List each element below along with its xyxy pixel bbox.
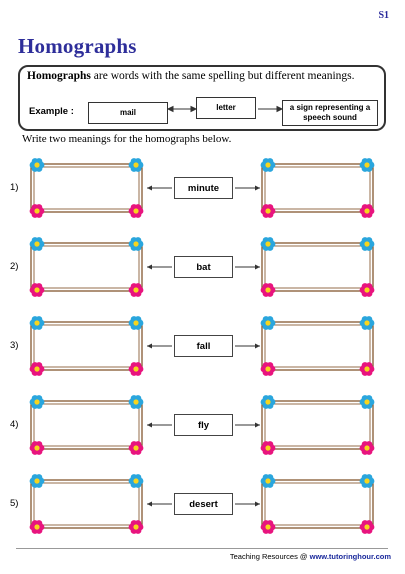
flower-icon	[359, 441, 375, 455]
answer-frame-right	[261, 163, 374, 213]
page-title: Homographs	[18, 34, 137, 58]
answer-frame-left	[30, 163, 143, 213]
flower-icon	[260, 204, 276, 218]
answer-frame-right	[261, 400, 374, 450]
flower-icon	[359, 362, 375, 376]
homograph-word: bat	[174, 256, 233, 278]
flower-icon	[128, 204, 144, 218]
homograph-word: desert	[174, 493, 233, 515]
definition-rest: are words with the same spelling but dif…	[90, 70, 355, 82]
example-label: Example :	[29, 106, 74, 117]
flower-icon	[359, 283, 375, 297]
flower-icon	[29, 283, 45, 297]
answer-frame-right-inner	[264, 166, 371, 210]
flower-icon	[260, 395, 276, 409]
flower-icon	[359, 395, 375, 409]
item-number: 5)	[10, 498, 19, 509]
answer-frame-left	[30, 321, 143, 371]
flower-icon	[260, 158, 276, 172]
footer-prefix: Teaching Resources @	[229, 552, 310, 561]
flower-icon	[128, 474, 144, 488]
item-number: 2)	[10, 261, 19, 272]
answer-frame-right-inner	[264, 324, 371, 368]
answer-frame-left-inner	[33, 324, 140, 368]
flower-icon	[260, 283, 276, 297]
item-number: 3)	[10, 340, 19, 351]
flower-icon	[29, 158, 45, 172]
footer-divider	[16, 548, 388, 549]
instructions: Write two meanings for the homographs be…	[22, 133, 232, 145]
flower-icon	[128, 158, 144, 172]
answer-frame-right-inner	[264, 245, 371, 289]
example-center-box: letter	[196, 97, 256, 119]
flower-icon	[128, 520, 144, 534]
flower-icon	[359, 158, 375, 172]
flower-icon	[29, 237, 45, 251]
flower-icon	[359, 474, 375, 488]
homograph-word: fly	[174, 414, 233, 436]
answer-frame-right-inner	[264, 403, 371, 447]
flower-icon	[29, 316, 45, 330]
flower-icon	[260, 316, 276, 330]
answer-frame-left-inner	[33, 245, 140, 289]
flower-icon	[128, 441, 144, 455]
example-right-box: a sign representing a speech sound	[282, 100, 378, 126]
answer-frame-left	[30, 242, 143, 292]
flower-icon	[29, 474, 45, 488]
answer-frame-right	[261, 321, 374, 371]
homograph-word: fall	[174, 335, 233, 357]
answer-frame-left	[30, 400, 143, 450]
answer-frame-left-inner	[33, 482, 140, 526]
flower-icon	[29, 362, 45, 376]
flower-icon	[260, 441, 276, 455]
flower-icon	[359, 204, 375, 218]
flower-icon	[29, 395, 45, 409]
flower-icon	[359, 520, 375, 534]
item-number: 4)	[10, 419, 19, 430]
flower-icon	[359, 316, 375, 330]
example-left-box: mail	[88, 102, 168, 124]
answer-frame-right-inner	[264, 482, 371, 526]
flower-icon	[29, 204, 45, 218]
definition-box	[18, 65, 386, 131]
homograph-word: minute	[174, 177, 233, 199]
answer-frame-right	[261, 479, 374, 529]
flower-icon	[29, 520, 45, 534]
flower-icon	[260, 474, 276, 488]
flower-icon	[128, 395, 144, 409]
footer-url: www.tutoringhour.com	[309, 552, 391, 561]
flower-icon	[260, 520, 276, 534]
sheet-code: S1	[378, 10, 389, 21]
flower-icon	[128, 283, 144, 297]
answer-frame-left-inner	[33, 166, 140, 210]
flower-icon	[128, 237, 144, 251]
answer-frame-right	[261, 242, 374, 292]
item-number: 1)	[10, 182, 19, 193]
footer: Teaching Resources @ www.tutoringhour.co…	[230, 552, 391, 561]
answer-frame-left	[30, 479, 143, 529]
flower-icon	[260, 237, 276, 251]
answer-frame-left-inner	[33, 403, 140, 447]
flower-icon	[128, 362, 144, 376]
definition-text: Homographs are words with the same spell…	[27, 69, 382, 84]
flower-icon	[128, 316, 144, 330]
flower-icon	[29, 441, 45, 455]
flower-icon	[260, 362, 276, 376]
definition-term: Homographs	[27, 70, 91, 82]
flower-icon	[359, 237, 375, 251]
